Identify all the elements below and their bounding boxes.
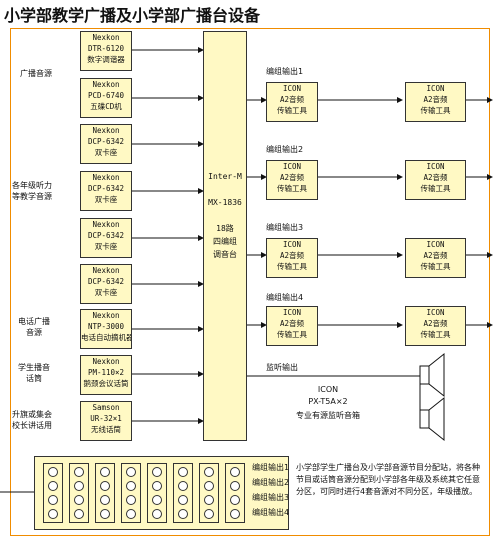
- device-phone-interface: Nexkon NTP-3000 电话自动摘机器: [80, 309, 132, 349]
- transmitter-send-2: ICON A2音频 传输工具: [266, 160, 318, 200]
- speaker-icon: [419, 409, 430, 429]
- system-frame: [10, 28, 490, 536]
- knob-icon: [152, 481, 162, 491]
- monitor-output-label: 监听输出: [266, 363, 298, 372]
- output-label-4: 编组输出4: [266, 293, 304, 302]
- monitor-model: PX-T5A×2: [308, 397, 348, 406]
- transmitter-receive-1: ICON A2音频 传输工具: [405, 82, 466, 122]
- speaker-icon: [419, 365, 430, 385]
- mixer-channel: [43, 463, 63, 523]
- mixer-channel: [173, 463, 193, 523]
- knob-icon: [152, 495, 162, 505]
- knob-icon: [178, 509, 188, 519]
- mixer-channel: [95, 463, 115, 523]
- speaker-cone-icon: [428, 396, 445, 442]
- transmitter-receive-2: ICON A2音频 传输工具: [405, 160, 466, 200]
- output-label-1: 编组输出1: [266, 67, 304, 76]
- knob-icon: [178, 467, 188, 477]
- knob-icon: [74, 509, 84, 519]
- knob-icon: [74, 481, 84, 491]
- monitor-desc: 专业有源监听音箱: [296, 411, 360, 420]
- mixer-channel: [199, 463, 219, 523]
- knob-icon: [48, 495, 58, 505]
- group-label-broadcast: 广播音源: [20, 69, 52, 78]
- transmitter-receive-3: ICON A2音频 传输工具: [405, 238, 466, 278]
- knob-icon: [74, 495, 84, 505]
- device-gooseneck-mic: Nexkon PM-110×2 鹅颈会议话筒: [80, 355, 132, 395]
- mixer-channel: [225, 463, 245, 523]
- knob-icon: [152, 509, 162, 519]
- knob-icon: [178, 481, 188, 491]
- device-cassette-4: Nexkon DCP-6342 双卡座: [80, 264, 132, 304]
- knob-icon: [126, 481, 136, 491]
- knob-icon: [178, 495, 188, 505]
- knob-icon: [152, 467, 162, 477]
- speaker-cone-icon: [428, 352, 445, 398]
- knob-icon: [230, 467, 240, 477]
- knob-icon: [100, 467, 110, 477]
- output-label-2: 编组输出2: [266, 145, 304, 154]
- output-label-3: 编组输出3: [266, 223, 304, 232]
- matrix-mixer: Inter-M MX-1836 18路 四编组 调音台: [203, 31, 247, 441]
- group-label-phone: 电话广播 音源: [18, 317, 50, 337]
- knob-icon: [204, 509, 214, 519]
- mixer-output-label-4: 编组输出4: [252, 508, 290, 517]
- knob-icon: [204, 467, 214, 477]
- monitor-brand: ICON: [317, 385, 339, 394]
- knob-icon: [48, 467, 58, 477]
- mixer-channel: [69, 463, 89, 523]
- knob-icon: [74, 467, 84, 477]
- mixer-channel: [121, 463, 141, 523]
- transmitter-send-4: ICON A2音频 传输工具: [266, 306, 318, 346]
- knob-icon: [204, 495, 214, 505]
- page-title: 小学部教学广播及小学部广播台设备: [4, 6, 261, 25]
- device-cassette-3: Nexkon DCP-6342 双卡座: [80, 218, 132, 258]
- knob-icon: [126, 509, 136, 519]
- knob-icon: [230, 481, 240, 491]
- knob-icon: [48, 509, 58, 519]
- group-label-teaching: 各年级听力 等教学音源: [12, 181, 52, 201]
- mixer-output-label-2: 编组输出2: [252, 478, 290, 487]
- knob-icon: [126, 495, 136, 505]
- transmitter-send-3: ICON A2音频 传输工具: [266, 238, 318, 278]
- device-cassette-1: Nexkon DCP-6342 双卡座: [80, 124, 132, 164]
- transmitter-receive-4: ICON A2音频 传输工具: [405, 306, 466, 346]
- device-wireless-mic: Samson UR-32×1 无线话筒: [80, 401, 132, 441]
- group-label-principal: 升旗或集会 校长讲话用: [12, 410, 52, 430]
- device-cassette-2: Nexkon DCP-6342 双卡座: [80, 171, 132, 211]
- mixer-output-label-1: 编组输出1: [252, 463, 290, 472]
- device-cd-player: Nexkon PCD-6740 五碟CD机: [80, 78, 132, 118]
- mixer-console: 编组输出1 编组输出2 编组输出3 编组输出4: [34, 456, 289, 530]
- knob-icon: [230, 495, 240, 505]
- group-label-student-mic: 学生播音 话筒: [18, 363, 50, 383]
- description-note: 小学部学生广播台及小学部音源节目分配站，将各种节目或话筒音源分配到小学部各年级及…: [296, 463, 480, 496]
- mixer-channel: [147, 463, 167, 523]
- knob-icon: [48, 481, 58, 491]
- device-tuner: Nexkon DTR-6120 数字调谐器: [80, 31, 132, 71]
- knob-icon: [126, 467, 136, 477]
- knob-icon: [100, 509, 110, 519]
- knob-icon: [100, 481, 110, 491]
- mixer-output-label-3: 编组输出3: [252, 493, 290, 502]
- knob-icon: [204, 481, 214, 491]
- transmitter-send-1: ICON A2音频 传输工具: [266, 82, 318, 122]
- knob-icon: [230, 509, 240, 519]
- knob-icon: [100, 495, 110, 505]
